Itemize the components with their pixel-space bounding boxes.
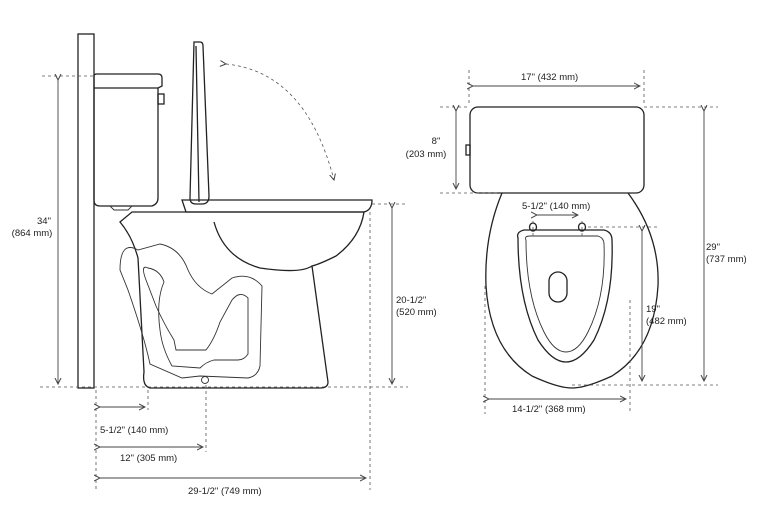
height-label-imperial: 34" — [37, 216, 51, 227]
overall-length-label-imperial: 29" — [706, 242, 720, 253]
overall-depth-label: 29-1/2" (749 mm) — [188, 486, 262, 497]
height-dimension: 34" (864 mm) — [12, 76, 94, 384]
height-label-metric: (864 mm) — [12, 228, 53, 239]
overall-length-label-metric: (737 mm) — [706, 254, 747, 265]
tank-depth-label-metric: (203 mm) — [406, 149, 447, 160]
bowl-length-label-imperial: 19" — [646, 304, 660, 315]
top-view: 5-1/2" (140 mm) 17" (432 mm) 8" (203 mm)… — [406, 70, 747, 415]
tank-side — [93, 73, 165, 211]
seat-height-label-imperial: 20-1/2" — [396, 295, 426, 306]
bowl-side — [119, 211, 365, 389]
lid-swing-arrow — [226, 64, 334, 180]
lid-and-seat — [181, 41, 373, 213]
bowl-width-label: 14-1/2" (368 mm) — [512, 404, 586, 415]
drain-opening — [548, 271, 568, 303]
tank-top — [465, 106, 645, 194]
tank-width-dimension: 17" (432 mm) — [469, 70, 645, 104]
hinge-bolts: 5-1/2" (140 mm) — [522, 201, 590, 236]
rough-in-small-label: 5-1/2" (140 mm) — [100, 425, 168, 436]
rough-in-label: 12" (305 mm) — [120, 453, 177, 464]
seat-top — [516, 229, 613, 363]
hinge-spacing-label: 5-1/2" (140 mm) — [522, 201, 590, 212]
side-view: 34" (864 mm) 20-1/2" (520 mm) 5-1/2" (14… — [12, 33, 437, 497]
overall-depth-dimension: 29-1/2" (749 mm) — [100, 478, 366, 497]
bowl-length-label-metric: (482 mm) — [646, 316, 687, 327]
rough-in-small-dimension: 5-1/2" (140 mm) — [100, 407, 168, 436]
bowl-top — [485, 192, 659, 389]
overall-length-dimension: 29" (737 mm) — [572, 107, 747, 386]
tank-depth-label-imperial: 8" — [432, 136, 441, 147]
rough-in-dimension: 12" (305 mm) — [100, 447, 203, 464]
seat-height-dimension: 20-1/2" (520 mm) — [372, 204, 437, 384]
bowl-width-dimension: 14-1/2" (368 mm) — [485, 286, 631, 415]
tank-width-label: 17" (432 mm) — [521, 72, 578, 83]
bowl-length-dimension: 19" (482 mm) — [588, 227, 687, 381]
seat-height-label-metric: (520 mm) — [396, 307, 437, 318]
wall — [77, 33, 95, 389]
tank-depth-dimension: 8" (203 mm) — [406, 107, 500, 194]
